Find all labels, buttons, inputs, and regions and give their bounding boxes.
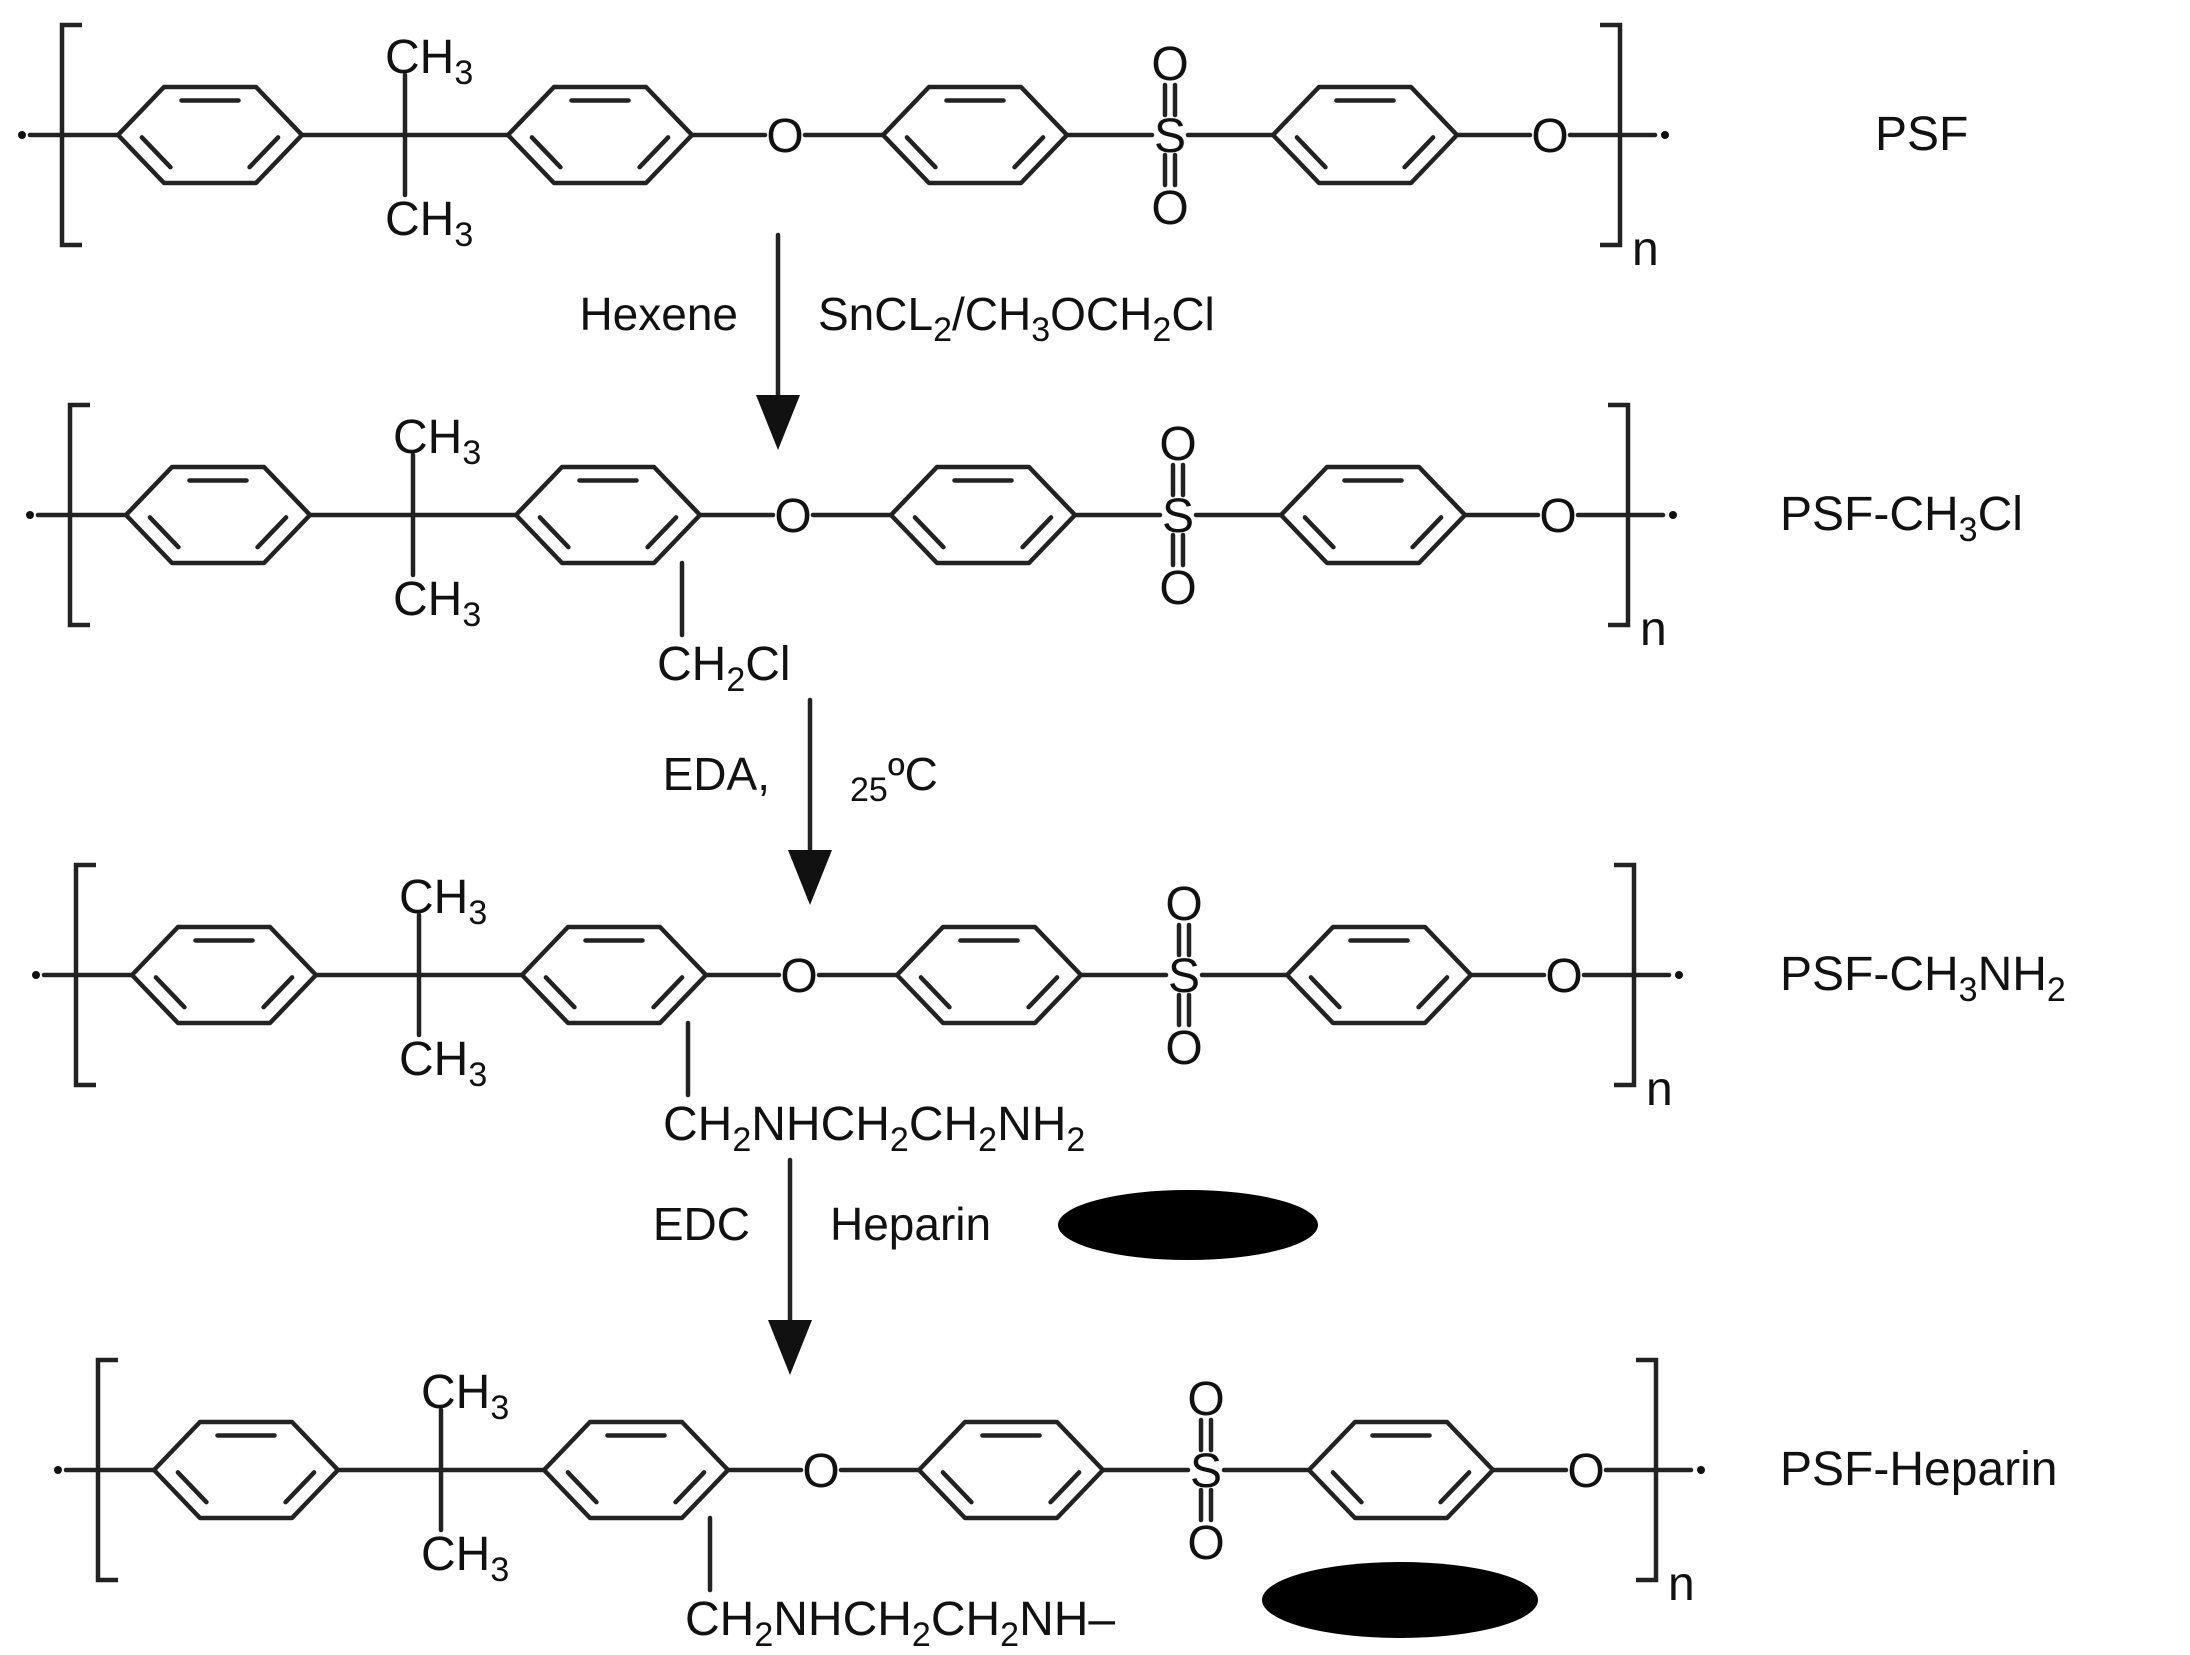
reaction-step-1: Hexene SnCL2/CH3OCH2Cl [579, 232, 1215, 450]
benzene-ring-3 [880, 84, 1070, 186]
side-chain: CH2NHCH2CH2NH– [685, 1593, 1115, 1654]
sulfonyl-oxygen-top: O [1187, 1373, 1224, 1426]
polymer-label: PSF-CH3NH2 [1780, 948, 2066, 1009]
benzene-ring-2 [519, 924, 709, 1026]
ether-oxygen-2: O [1545, 950, 1582, 1003]
ether-oxygen-1: O [802, 1445, 839, 1498]
sulfur: S [1154, 110, 1186, 163]
benzene-ring-3 [894, 924, 1084, 1026]
methyl-top: CH3 [393, 411, 481, 472]
sulfur: S [1162, 490, 1194, 543]
chain-end-dot [32, 971, 40, 979]
repeat-unit-n: n [1632, 223, 1659, 276]
benzene-ring-1 [129, 924, 319, 1026]
right-bracket [1636, 1357, 1659, 1583]
condition-left: EDA, [663, 748, 770, 800]
arrow-head [768, 1320, 812, 1375]
chain-end-dot [1697, 1466, 1705, 1474]
benzene-ring-4 [1270, 84, 1460, 186]
methyl-bottom: CH3 [393, 573, 481, 634]
methyl-bottom: CH3 [421, 1528, 509, 1589]
sulfonyl-oxygen-top: O [1159, 418, 1196, 471]
polymer-label: PSF-CH3Cl [1780, 488, 2023, 549]
ether-oxygen-2: O [1567, 1445, 1604, 1498]
repeat-unit-n: n [1640, 603, 1667, 656]
benzene-ring-2 [505, 84, 695, 186]
reaction-step-3: EDC Heparin [653, 1157, 1318, 1375]
ether-oxygen-2: O [1539, 490, 1576, 543]
chain-end-dot [26, 511, 34, 519]
reaction-step-2: EDA, 25ºC [663, 697, 938, 905]
condition-right: 25ºC [850, 748, 938, 809]
methyl-top: CH3 [385, 31, 473, 92]
sulfonyl-oxygen-bottom: O [1187, 1517, 1224, 1570]
sulfonyl-oxygen-top: O [1151, 38, 1188, 91]
chain-end-dot [1661, 131, 1669, 139]
heparin-blob [1262, 1562, 1538, 1638]
ether-oxygen-1: O [774, 490, 811, 543]
condition-right: Heparin [830, 1198, 991, 1250]
sulfonyl-oxygen-bottom: O [1165, 1022, 1202, 1075]
ether-oxygen-2: O [1531, 110, 1568, 163]
methyl-bottom: CH3 [399, 1033, 487, 1094]
right-bracket [1608, 402, 1631, 628]
condition-right: SnCL2/CH3OCH2Cl [818, 288, 1215, 349]
polymer-label: PSF-Heparin [1780, 1443, 2057, 1496]
condition-left: EDC [653, 1198, 750, 1250]
benzene-ring-1 [123, 464, 313, 566]
side-chain: CH2NHCH2CH2NH2 [663, 1098, 1085, 1159]
benzene-ring-2 [541, 1419, 731, 1521]
benzene-ring-4 [1306, 1419, 1496, 1521]
arrow-head [756, 395, 800, 450]
benzene-ring-3 [888, 464, 1078, 566]
benzene-ring-1 [151, 1419, 341, 1521]
benzene-ring-4 [1284, 924, 1474, 1026]
arrow-head [788, 850, 832, 905]
benzene-ring-1 [115, 84, 305, 186]
benzene-ring-2 [513, 464, 703, 566]
methyl-bottom: CH3 [385, 193, 473, 254]
repeat-unit-n: n [1668, 1558, 1695, 1611]
side-chain: CH2Cl [657, 638, 791, 699]
benzene-ring-3 [916, 1419, 1106, 1521]
polymer-label: PSF [1875, 108, 1968, 161]
chain-end-dot [54, 1466, 62, 1474]
right-bracket [1614, 862, 1637, 1088]
ether-oxygen-1: O [780, 950, 817, 1003]
chain-end-dot [1675, 971, 1683, 979]
right-bracket [1600, 22, 1623, 248]
sulfonyl-oxygen-bottom: O [1151, 182, 1188, 235]
sulfonyl-oxygen-top: O [1165, 878, 1202, 931]
sulfur: S [1190, 1445, 1222, 1498]
heparin-reagent-blob [1058, 1190, 1318, 1260]
repeat-unit-n: n [1646, 1063, 1673, 1116]
methyl-top: CH3 [421, 1366, 509, 1427]
condition-left: Hexene [579, 288, 738, 340]
sulfonyl-oxygen-bottom: O [1159, 562, 1196, 615]
methyl-top: CH3 [399, 871, 487, 932]
ether-oxygen-1: O [766, 110, 803, 163]
benzene-ring-4 [1278, 464, 1468, 566]
sulfur: S [1168, 950, 1200, 1003]
chain-end-dot [1669, 511, 1677, 519]
chain-end-dot [18, 131, 26, 139]
